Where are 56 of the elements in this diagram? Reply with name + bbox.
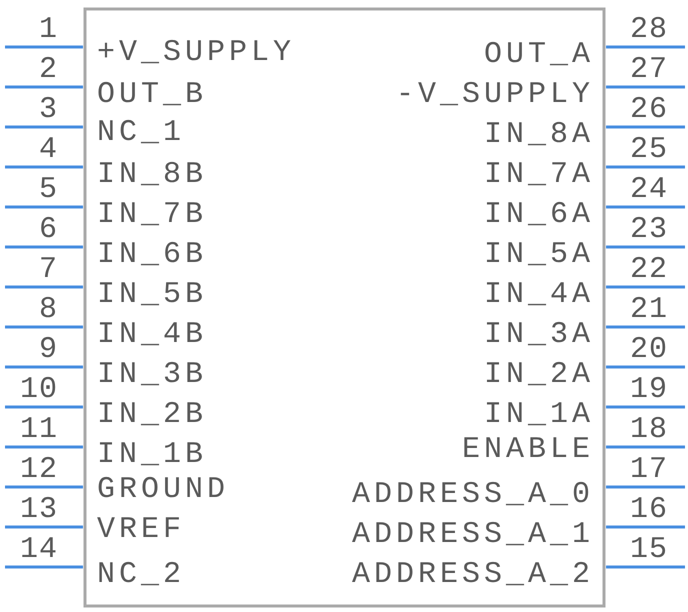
pin-name: IN_2B xyxy=(97,400,208,430)
pin-number: 20 xyxy=(630,335,668,365)
pin-number: 9 xyxy=(38,335,58,365)
pin-number: 25 xyxy=(630,135,668,165)
pin-name: IN_8A xyxy=(484,120,594,150)
pin-number: 16 xyxy=(630,495,668,525)
pin-number: 17 xyxy=(630,455,668,485)
pin-number: 23 xyxy=(630,215,668,245)
pin-name: IN_3B xyxy=(97,360,208,390)
pin-name: IN_5B xyxy=(97,280,208,310)
pin-name: IN_6A xyxy=(484,200,594,230)
pin-number: 10 xyxy=(20,375,58,405)
pin-number: 11 xyxy=(20,415,58,445)
pin-name: IN_3A xyxy=(484,320,594,350)
pin-name: OUT_B xyxy=(97,80,208,110)
pin-name: IN_5A xyxy=(484,240,594,270)
pin-number: 26 xyxy=(630,95,668,125)
pin-number: 2 xyxy=(38,55,58,85)
pin-name: IN_6B xyxy=(97,240,208,270)
pin-name: ADDRESS_A_0 xyxy=(352,480,594,510)
pin-name: -V_SUPPLY xyxy=(396,80,594,110)
pin-number: 12 xyxy=(20,455,58,485)
pin-number: 8 xyxy=(38,295,58,325)
pin-name: GROUND xyxy=(97,475,230,505)
pin-number: 3 xyxy=(38,95,58,125)
pin-number: 13 xyxy=(20,495,58,525)
pin-name: IN_1A xyxy=(484,400,594,430)
pin-name: OUT_A xyxy=(484,40,594,70)
pin-number: 5 xyxy=(38,175,58,205)
pin-number: 14 xyxy=(20,535,58,565)
pin-name: ADDRESS_A_1 xyxy=(352,520,594,550)
pin-name: VREF xyxy=(97,515,186,545)
pin-number: 18 xyxy=(630,415,668,445)
pin-name: NC_1 xyxy=(97,118,186,148)
pin-name: IN_7A xyxy=(484,160,594,190)
pin-name: IN_4B xyxy=(97,320,208,350)
pin-name: IN_1B xyxy=(97,440,208,470)
pin-name: IN_8B xyxy=(97,160,208,190)
pin-name: NC_2 xyxy=(97,560,186,590)
pin-number: 19 xyxy=(630,375,668,405)
pin-number: 22 xyxy=(630,255,668,285)
pin-name: IN_7B xyxy=(97,200,208,230)
pin-number: 15 xyxy=(630,535,668,565)
pin-number: 27 xyxy=(630,55,668,85)
pin-number: 28 xyxy=(630,15,668,45)
pin-number: 6 xyxy=(38,215,58,245)
pin-name: +V_SUPPLY xyxy=(97,38,296,68)
pin-name: ADDRESS_A_2 xyxy=(352,560,594,590)
pin-name: IN_2A xyxy=(484,360,594,390)
pin-number: 21 xyxy=(630,295,668,325)
pin-number: 7 xyxy=(38,255,58,285)
pin-number: 4 xyxy=(38,135,58,165)
pin-name: ENABLE xyxy=(462,435,594,465)
pin-name: IN_4A xyxy=(484,280,594,310)
pin-number: 1 xyxy=(38,15,58,45)
pin-number: 24 xyxy=(630,175,668,205)
